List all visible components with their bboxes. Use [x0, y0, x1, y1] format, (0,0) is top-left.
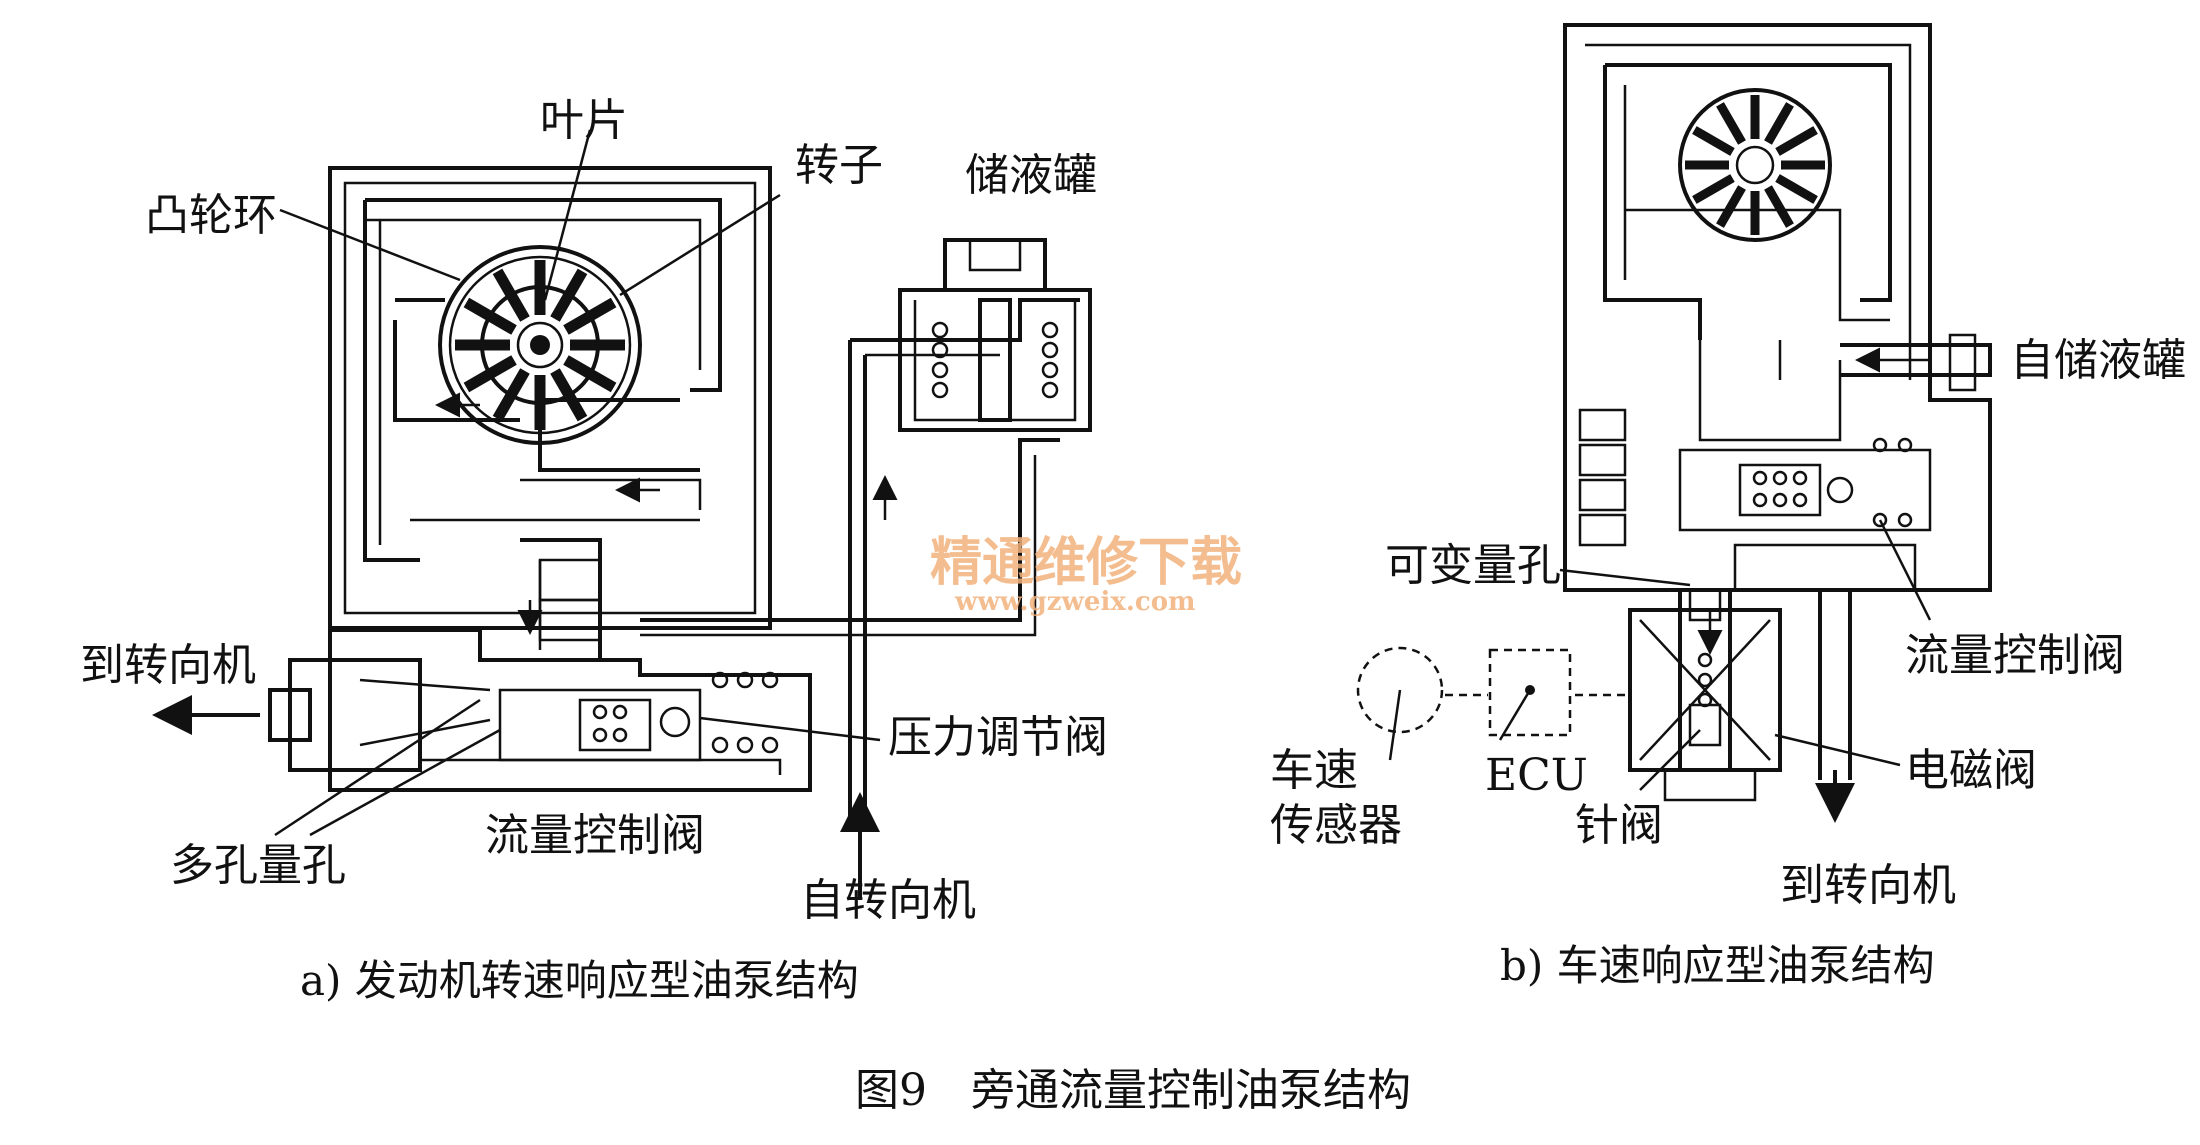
vanes [455, 260, 625, 430]
vane-label: 叶片 [540, 95, 628, 146]
speed-sensor-label-1: 车速 [1270, 745, 1358, 796]
to-steering-label-a: 到转向机 [80, 640, 256, 691]
vane [492, 368, 530, 422]
flow-valve-label-a: 流量控制阀 [485, 810, 705, 861]
ecu-box [1488, 648, 1572, 741]
flow-control-valve-b [1678, 437, 1932, 592]
vane [463, 297, 517, 335]
variable-orifice-label: 可变量孔 [1385, 540, 1561, 591]
solenoid-label: 电磁阀 [1905, 745, 2037, 796]
cam-ring-label: 凸轮环 [145, 190, 277, 241]
to-steering-label-b: 到转向机 [1780, 860, 1956, 911]
from-reservoir-label: 自储液罐 [2010, 335, 2186, 386]
vane [1716, 185, 1746, 228]
watermark-url: www.gzweix.com [954, 587, 1196, 617]
vane [563, 297, 617, 335]
flow-control-valve [328, 628, 812, 792]
orifices-label: 多孔量孔 [170, 840, 346, 891]
watermark-title: 精通维修下载 [930, 532, 1242, 593]
vane [550, 268, 588, 322]
pressure-valve-label: 压力调节阀 [888, 712, 1108, 763]
diagram-b-pump: 自储液罐 可变量孔 流量控制阀 车速 传感器 ECU 针阀 电磁阀 到转向机 b… [1270, 23, 2186, 990]
vane [550, 368, 588, 422]
vanes-b [1685, 95, 1825, 235]
flow-valve-label-b: 流量控制阀 [1905, 630, 2125, 681]
diagram-a-pump: 叶片 转子 凸轮环 储液罐 到转向机 压力调节阀 多孔量孔 流量控制阀 自转向机… [80, 95, 1108, 1005]
vane [492, 268, 530, 322]
speed-sensor-label-2: 传感器 [1270, 800, 1402, 851]
vane [1764, 185, 1794, 228]
vane [1692, 126, 1735, 156]
reservoir-label: 储液罐 [965, 150, 1097, 201]
rotor-label: 转子 [795, 140, 883, 191]
figure-caption: 图9 旁通流量控制油泵结构 [855, 1065, 1411, 1116]
cam-ring [438, 245, 642, 445]
speed-sensor [1356, 646, 1444, 761]
rotor-b [1678, 88, 1832, 242]
vane [1775, 126, 1818, 156]
needle-valve-label: 针阀 [1575, 800, 1663, 851]
caption-b: b) 车速响应型油泵结构 [1500, 941, 1935, 990]
vane [1692, 174, 1735, 204]
vane [1764, 102, 1794, 145]
watermark: 精通维修下载 www.gzweix.com [930, 532, 1242, 617]
from-steering-label: 自转向机 [800, 875, 976, 926]
vane [1775, 174, 1818, 204]
caption-a: a) 发动机转速响应型油泵结构 [300, 956, 859, 1005]
ecu-label: ECU [1485, 750, 1588, 801]
reservoir [898, 238, 1092, 432]
vane [463, 355, 517, 393]
vane [1716, 102, 1746, 145]
vane [563, 355, 617, 393]
outlet-fitting [268, 658, 491, 772]
solenoid-valve [1628, 588, 1782, 802]
